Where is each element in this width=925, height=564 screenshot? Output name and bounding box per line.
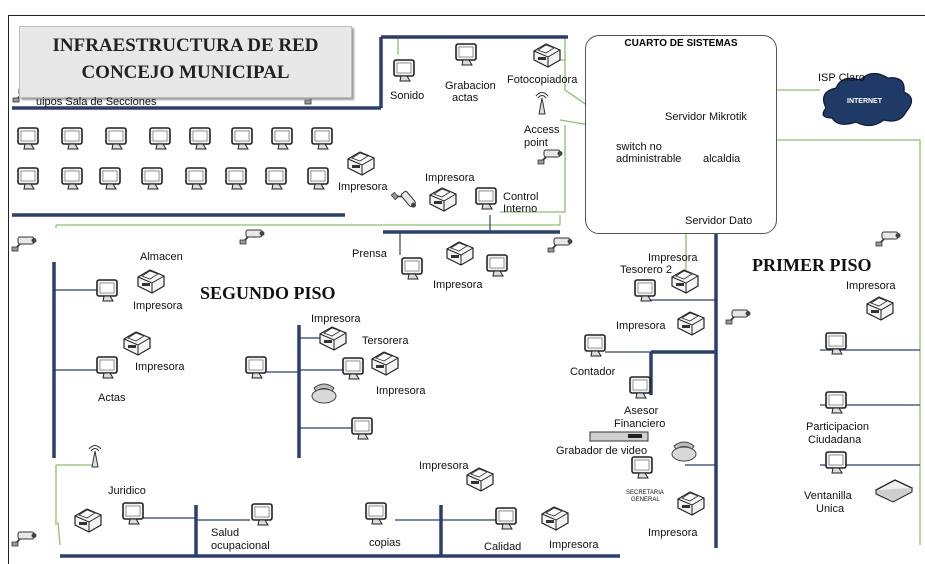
asesor-label-line2: Financiero [614,418,666,430]
branch-lines [54,215,920,521]
impresora-prensa-label: Impresora [433,279,483,291]
impresora-almacen-label: Impresora [133,300,183,312]
control-interno-label-line2: Interno [503,203,538,215]
server-mikrotik-label: Servidor Mikrotik [665,111,747,123]
secretaria-label-line1: SECRETARIA [626,490,664,496]
calidad-label: Calidad [484,541,522,553]
diagram-title-line1: INFRAESTRUCTURA DE RED [52,35,319,56]
systems-room: CUARTO DE SISTEMAS [585,35,777,234]
prensa-label: Prensa [352,248,387,260]
impresora-sala-label: Impresora [338,181,388,193]
impresora-calidad-label: Impresora [549,539,599,551]
impresora-contador-label: Impresora [616,320,666,332]
first-floor-label: PRIMER PISO [752,255,872,275]
diagram-frame [8,15,925,564]
title-box: INFRAESTRUCTURA DE RED CONCEJO MUNICIPAL [19,26,352,98]
scanner-icon [874,479,914,503]
diagram-title-line2: CONCEJO MUNICIPAL [81,62,290,83]
impresora-tesorero2-label: Impresora [648,252,698,264]
impresora-copias-label: Impresora [419,460,469,472]
systems-room-title: CUARTO DE SISTEMAS [624,38,738,49]
alcaldia-label: alcaldia [703,153,741,165]
sala-secciones-label: uipos Sala de Secciones [36,96,157,108]
control-interno-label-line1: Control [503,191,539,203]
salud-label-line2: ocupacional [211,540,270,552]
impresora-control-label: Impresora [425,172,475,184]
impresora-actas-label: Impresora [135,361,185,373]
actas-label: Actas [98,392,126,404]
second-floor-label: SEGUNDO PISO [200,283,336,303]
ventanilla-label-line2: Unica [816,503,845,515]
internet-cloud-icon [822,72,913,127]
tersorera-label: Tersorera [362,335,409,347]
fotocopiadora-label: Fotocopiadora [507,74,578,86]
impresora-tesorera-top-label: Impresora [311,313,361,325]
internet-cloud-text: INTERNET [847,98,882,105]
tesorero2-label: Tesorero 2 [620,264,672,276]
impresora-primer-piso-label: Impresora [846,280,896,292]
backbone-lines [12,35,718,558]
video-recorder-icon [589,431,649,442]
impresora-tesorera-label: Impresora [376,385,426,397]
isp-label: ISP Claro [818,72,865,84]
access-point-label-line1: Access [524,124,560,136]
almacen-label: Almacen [140,251,183,263]
participacion-label-line1: Participacion [806,421,869,433]
secretaria-label-line2: GENERAL [631,497,660,503]
server-data-label: Servidor Dato [685,215,753,227]
copias-label: copias [369,537,401,549]
contador-label: Contador [570,366,616,378]
sonido-label: Sonido [390,90,425,102]
asesor-label-line1: Asesor [624,405,659,417]
access-point-label-line2: point [524,137,548,149]
salud-label-line1: Salud [211,527,240,539]
grabacion-label-line2: actas [452,92,479,104]
switch-label-line1: switch no [616,141,662,153]
grabador-video-label: Grabador de video [556,445,648,457]
grabacion-label-line1: Grabacion [445,80,496,92]
impresora-secretaria-label: Impresora [648,527,698,539]
ventanilla-label-line1: Ventanilla [804,490,852,502]
participacion-label-line2: Ciudadana [808,434,862,446]
juridico-label: Juridico [108,485,146,497]
switch-label-line2: administrable [616,153,682,165]
